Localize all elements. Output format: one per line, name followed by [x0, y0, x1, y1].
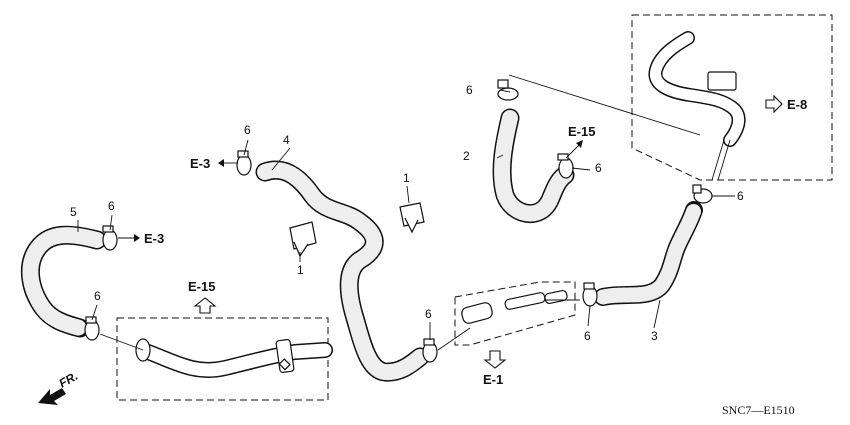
front-arrow [38, 388, 66, 405]
hose-3 [594, 201, 703, 306]
clip-1-left [289, 221, 317, 258]
ref-e1: E-1 [483, 372, 503, 387]
arrow-e3-upper [218, 159, 238, 167]
hose-5 [20, 225, 107, 338]
arrow-e15-right [565, 140, 583, 159]
arrow-e1 [483, 350, 507, 369]
label-part-6-g: 6 [425, 307, 432, 321]
heater-pipe [648, 31, 746, 181]
ref-e3-upper: E-3 [190, 156, 210, 171]
diagram-code: SNC7—E1510 [722, 403, 795, 417]
label-part-6-a: 6 [466, 83, 473, 97]
pipe-stay [707, 71, 737, 91]
label-part-6-h: 6 [584, 329, 591, 343]
clip-1-center [399, 202, 425, 234]
inset-box-joint [454, 281, 576, 346]
inset-box-water-pipe [116, 317, 329, 401]
label-part-1-lower: 1 [297, 263, 304, 277]
label-part-6-c: 6 [108, 199, 115, 213]
inset-box-heater-pipe [631, 14, 833, 181]
joint-pipe [461, 289, 568, 324]
label-part-2: 2 [463, 149, 470, 163]
arrow-e15-left [193, 297, 217, 314]
hose-clamp-e [692, 184, 713, 204]
ref-e15-left: E-15 [188, 279, 215, 294]
front-label: FR. [57, 369, 81, 391]
label-part-4: 4 [283, 133, 290, 147]
hose-clamp-h [422, 338, 438, 363]
label-part-1-upper: 1 [403, 171, 410, 185]
hose-2 [492, 108, 575, 224]
hose-clamp-f [582, 282, 598, 307]
ref-e15-right: E-15 [568, 124, 595, 139]
hose-clamp-b [236, 150, 252, 176]
hose-clamp-g [84, 316, 100, 341]
ref-e8: E-8 [787, 97, 807, 112]
hose-clamp-c [497, 79, 519, 101]
hose-4 [255, 160, 430, 382]
hose-clamp-a [102, 225, 118, 251]
arrow-e3-left [118, 234, 140, 242]
water-pipe [135, 338, 333, 378]
bracket-hole [278, 358, 291, 371]
label-part-6-b: 6 [244, 123, 251, 137]
label-part-6-f: 6 [737, 189, 744, 203]
label-part-6-d: 6 [94, 289, 101, 303]
ref-e3-left: E-3 [144, 231, 164, 246]
arrow-e8 [765, 94, 783, 114]
hose-clamp-d [557, 153, 574, 179]
leader-lines [77, 74, 735, 351]
label-part-5: 5 [70, 205, 77, 219]
label-part-3: 3 [651, 329, 658, 343]
label-part-6-e: 6 [595, 161, 602, 175]
